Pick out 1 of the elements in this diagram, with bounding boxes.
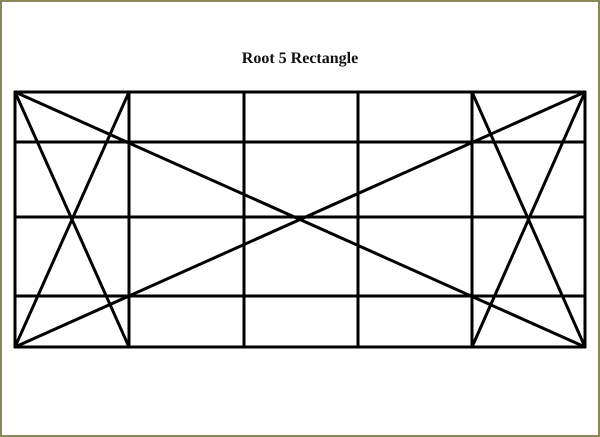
title: Root 5 Rectangle [242, 50, 358, 68]
